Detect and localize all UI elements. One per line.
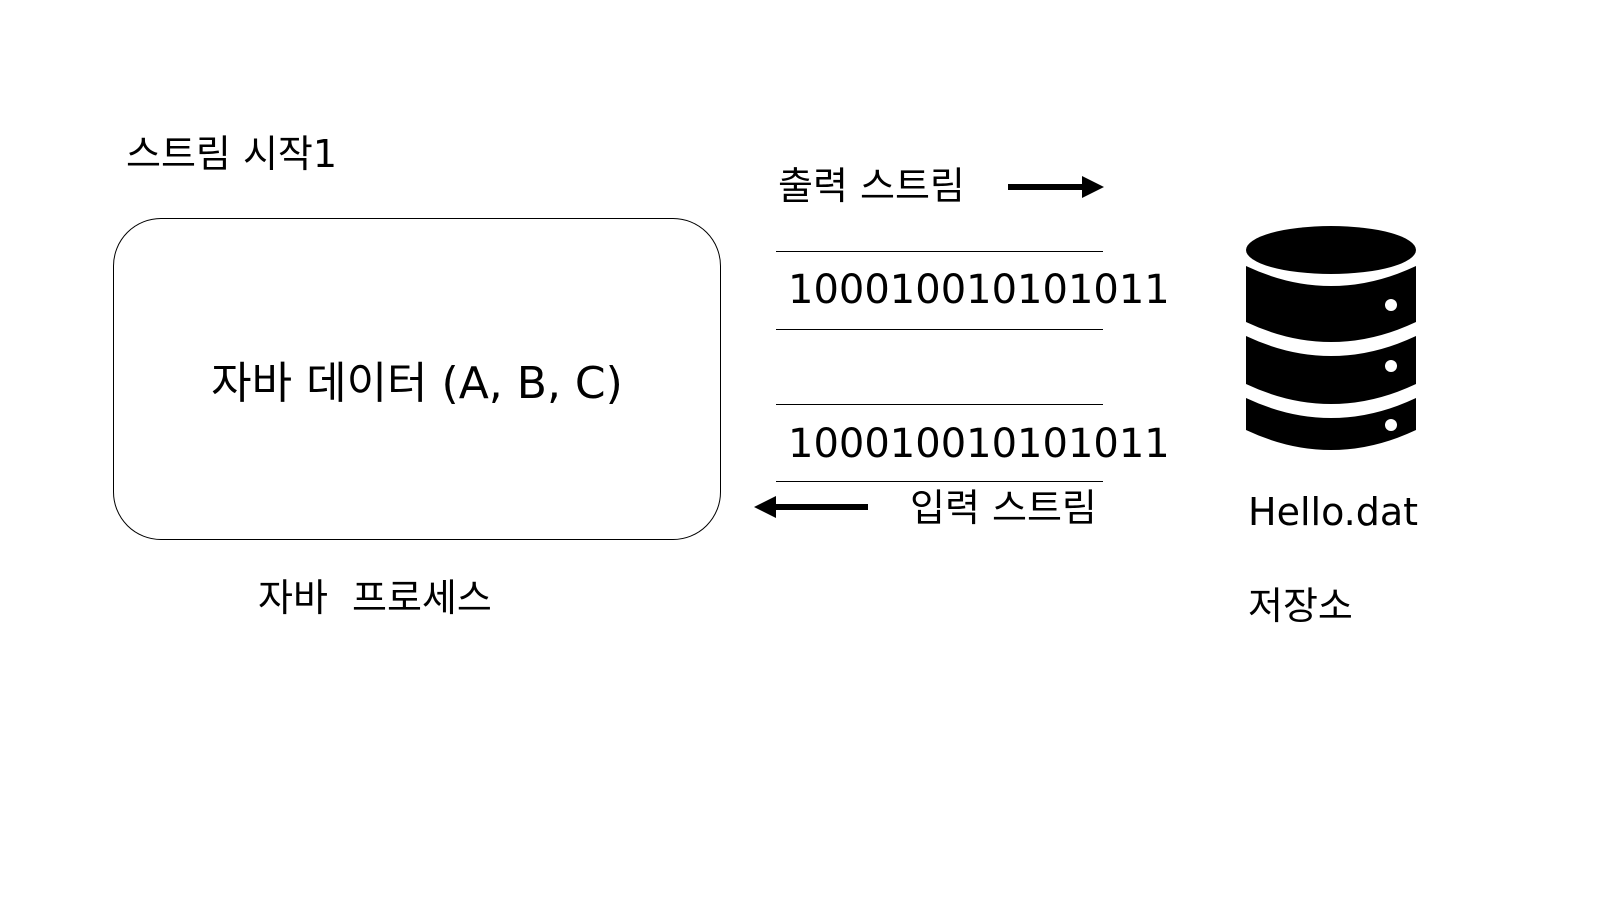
stream-line-upper-middle <box>776 329 1103 330</box>
storage-file-name: Hello.dat <box>1248 490 1419 534</box>
stream-line-top <box>776 251 1103 252</box>
java-process-box: 자바 데이터 (A, B, C) <box>113 218 721 540</box>
output-stream-bits: 100010010101011 <box>788 267 1170 313</box>
java-data-label: 자바 데이터 (A, B, C) <box>211 358 623 409</box>
output-arrow-icon <box>1008 176 1104 198</box>
database-icon <box>1246 226 1416 450</box>
java-process-caption: 자바 프로세스 <box>258 576 492 620</box>
output-stream-label: 출력 스트림 <box>778 164 965 208</box>
input-stream-bits: 100010010101011 <box>788 421 1170 467</box>
stream-line-lower-middle <box>776 404 1103 405</box>
storage-caption: 저장소 <box>1248 584 1353 628</box>
stream-line-bottom <box>776 481 1103 482</box>
input-arrow-icon <box>754 496 868 518</box>
input-stream-label: 입력 스트림 <box>910 486 1097 530</box>
diagram-title: 스트림 시작1 <box>126 132 338 176</box>
